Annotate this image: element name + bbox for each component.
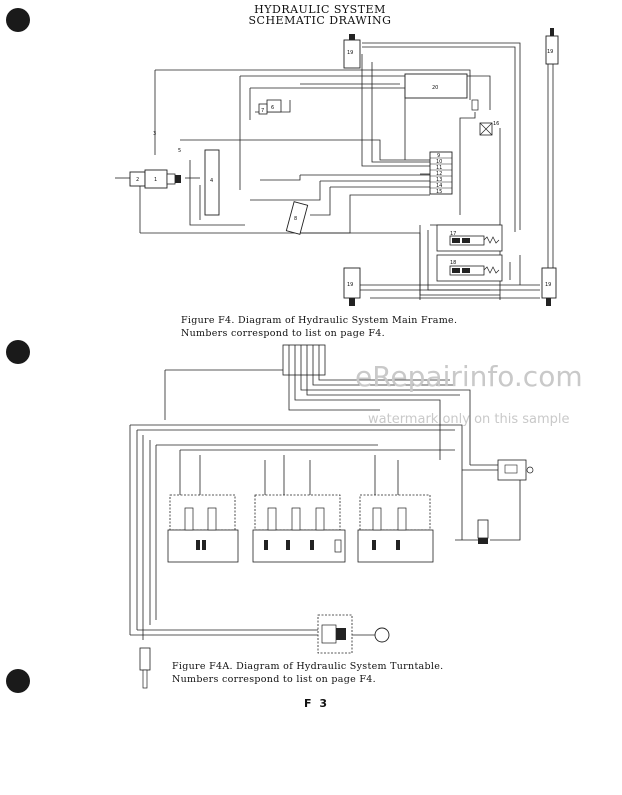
label-4: 4 (210, 178, 213, 184)
label-11: 11 (436, 165, 442, 171)
label-7: 7 (261, 108, 264, 114)
label-14: 14 (436, 183, 442, 189)
label-2: 2 (136, 177, 139, 183)
label-3: 3 (153, 131, 156, 137)
label-19d: 19 (545, 282, 551, 288)
figure-f4a-caption-line-2: Numbers correspond to list on page F4. (172, 674, 376, 685)
label-6: 6 (271, 105, 274, 111)
label-5: 5 (178, 148, 181, 154)
binder-hole-bottom (6, 669, 30, 693)
page-number: F 3 (304, 697, 329, 710)
binder-hole-middle (6, 340, 30, 364)
figure-f4a-caption-line-1: Figure F4A. Diagram of Hydraulic System … (172, 661, 444, 672)
label-13: 13 (436, 177, 442, 183)
header-line-1: HYDRAULIC SYSTEM (254, 3, 386, 16)
label-18: 18 (450, 260, 456, 266)
watermark-main: eRepairinfo.com (355, 360, 583, 393)
label-17: 17 (450, 231, 456, 237)
binder-hole-top (6, 8, 30, 32)
label-10: 10 (436, 159, 442, 165)
figure-f4-caption-line-2: Numbers correspond to list on page F4. (181, 328, 385, 339)
label-12: 12 (436, 171, 442, 177)
label-15: 15 (436, 189, 442, 195)
figure-f4-caption-line-1: Figure F4. Diagram of Hydraulic System M… (181, 315, 458, 326)
figure-f4-diagram: 19 19 19 19 20 6 7 16 9 10 11 12 13 14 1… (115, 28, 559, 306)
label-8: 8 (294, 216, 297, 222)
label-1: 1 (154, 177, 157, 183)
label-19a: 19 (347, 50, 353, 56)
label-20: 20 (432, 85, 438, 91)
header-line-2: SCHEMATIC DRAWING (248, 14, 392, 27)
watermark-sub: watermark only on this sample (368, 412, 570, 427)
label-19b: 19 (547, 49, 553, 55)
label-19c: 19 (347, 282, 353, 288)
label-9: 9 (437, 153, 440, 159)
label-16: 16 (493, 121, 499, 127)
